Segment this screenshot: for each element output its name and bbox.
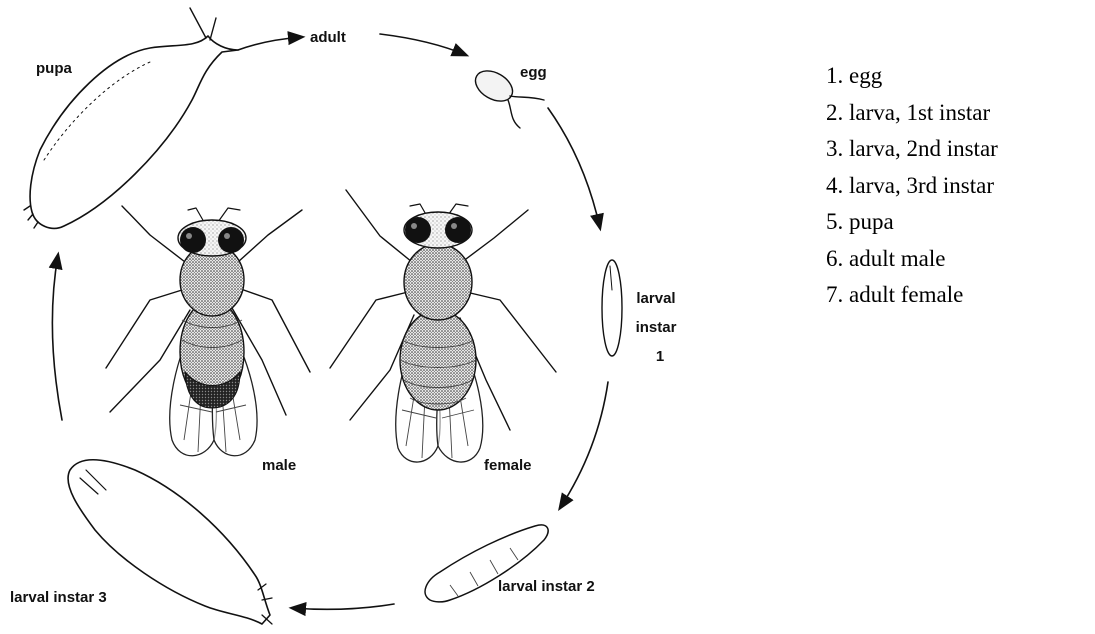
arrow-instar1-to-instar2 bbox=[560, 382, 608, 508]
label-larval-instar-1-line2: instar bbox=[636, 319, 677, 336]
legend-item: 3. larva, 2nd instar bbox=[826, 131, 998, 168]
arrow-egg-to-instar1 bbox=[548, 108, 600, 228]
pupa-illustration bbox=[24, 8, 238, 228]
label-egg: egg bbox=[520, 64, 547, 81]
label-female: female bbox=[484, 457, 532, 474]
label-pupa: pupa bbox=[36, 60, 72, 77]
arrow-pupa-to-adult bbox=[238, 37, 302, 50]
larval-instar-1-illustration bbox=[602, 260, 622, 356]
female-fly-illustration bbox=[330, 190, 556, 462]
arrow-instar2-to-instar3 bbox=[292, 604, 394, 609]
legend-item: 4. larva, 3rd instar bbox=[826, 168, 998, 205]
arrow-adult-to-egg bbox=[380, 34, 466, 55]
legend-list: 1. egg 2. larva, 1st instar 3. larva, 2n… bbox=[826, 58, 998, 314]
male-fly-illustration bbox=[106, 206, 310, 456]
legend-item: 7. adult female bbox=[826, 277, 998, 314]
label-larval-instar-1-line1: larval bbox=[636, 290, 675, 307]
arrow-instar3-to-pupa bbox=[52, 255, 62, 420]
label-larval-instar-3: larval instar 3 bbox=[10, 589, 107, 606]
label-adult: adult bbox=[310, 29, 346, 46]
legend-item: 5. pupa bbox=[826, 204, 998, 241]
label-larval-instar-2: larval instar 2 bbox=[498, 578, 595, 595]
label-larval-instar-1-line3: 1 bbox=[656, 348, 664, 365]
label-male: male bbox=[262, 457, 296, 474]
legend-item: 6. adult male bbox=[826, 241, 998, 278]
legend-item: 1. egg bbox=[826, 58, 998, 95]
legend-item: 2. larva, 1st instar bbox=[826, 95, 998, 132]
